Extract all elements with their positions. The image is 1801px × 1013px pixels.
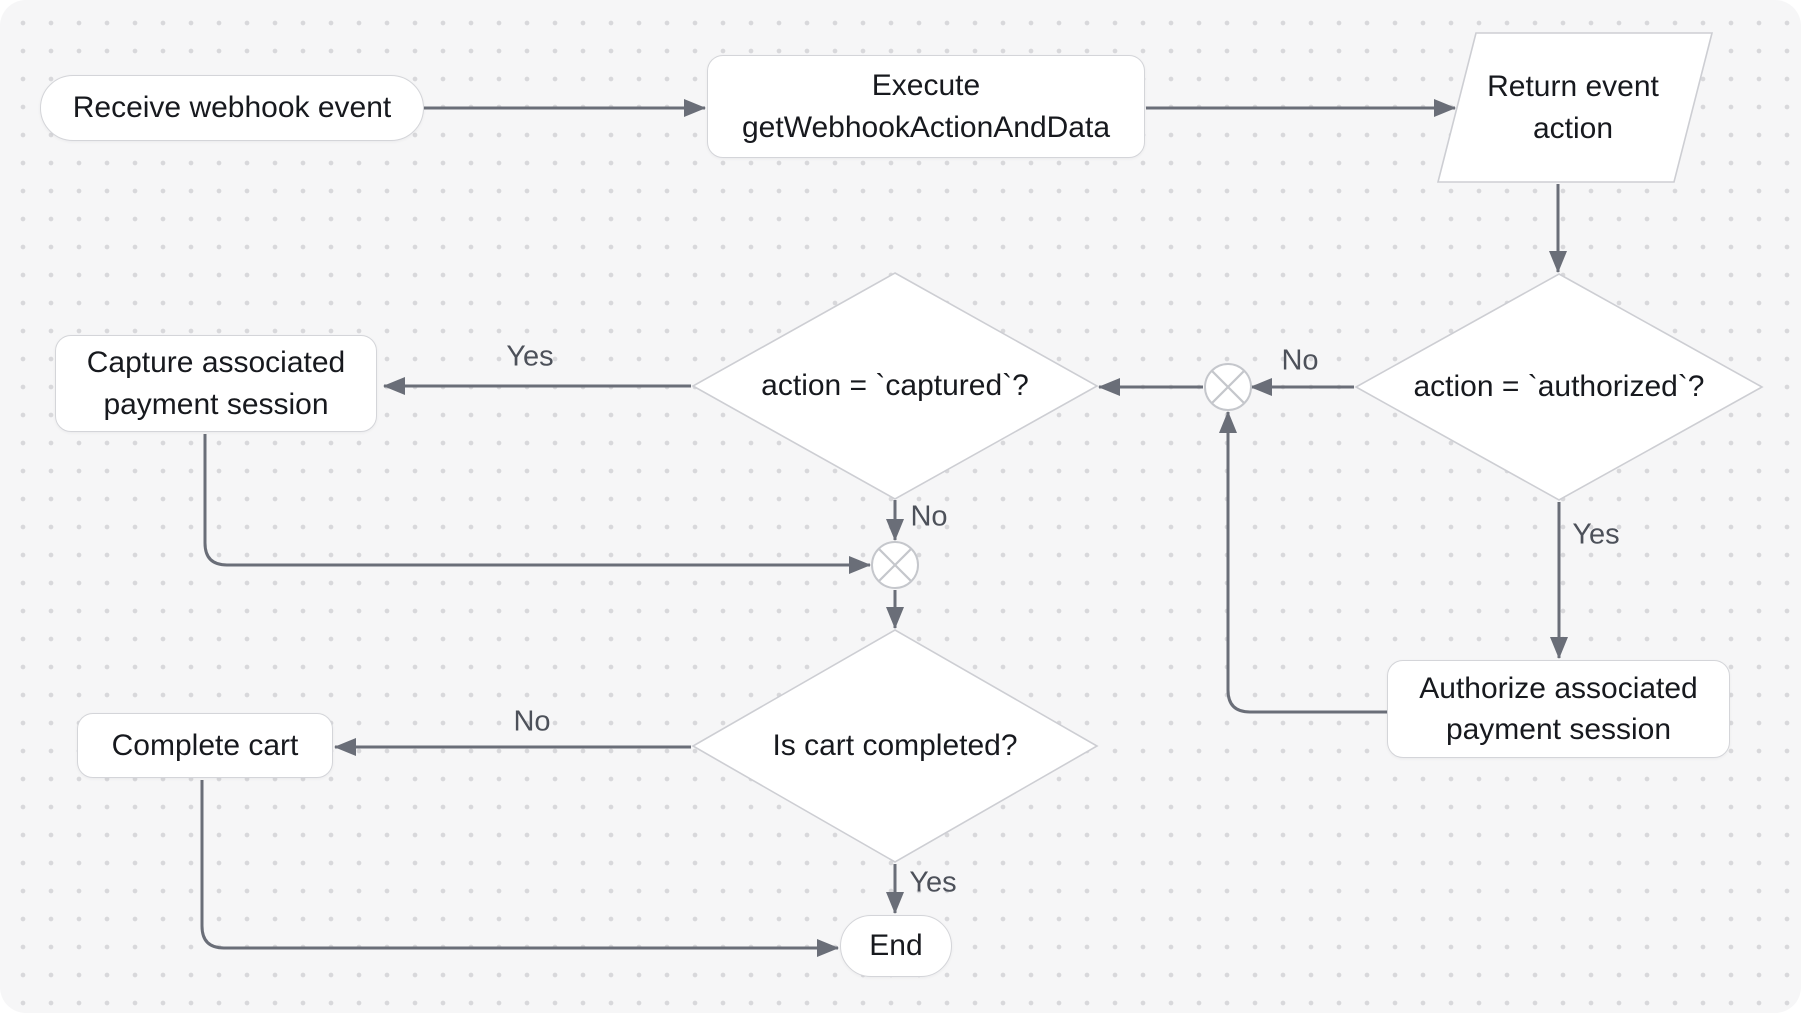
node-complete-cart-label: Complete cart xyxy=(111,728,299,762)
edge-label-authorized-no: No xyxy=(1281,344,1319,377)
node-receive-webhook-event[interactable]: Receive webhook event xyxy=(40,75,424,141)
edge-capture-session-to-junction2 xyxy=(203,434,871,574)
node-end[interactable]: End xyxy=(840,915,952,977)
edge-label-captured-no: No xyxy=(910,500,948,533)
node-authorized-check-shape[interactable] xyxy=(1354,273,1764,501)
node-capture-payment-session-label: Capture associated payment session xyxy=(86,346,346,421)
edge-label-cart-yes: Yes xyxy=(909,866,957,899)
edge-authorize-session-to-junction xyxy=(1219,411,1387,714)
edge-label-cart-no: No xyxy=(513,705,551,738)
node-execute-getwebhookactionanddata-label: Execute getWebhookActionAndData xyxy=(741,69,1111,144)
node-receive-webhook-event-label: Receive webhook event xyxy=(72,91,392,125)
node-capture-payment-session[interactable]: Capture associated payment session xyxy=(55,335,377,432)
junction-xor-center xyxy=(871,541,919,589)
edge-label-authorized-yes: Yes xyxy=(1572,518,1620,551)
edge-label-captured-yes: Yes xyxy=(506,340,554,373)
node-authorize-payment-session[interactable]: Authorize associated payment session xyxy=(1387,660,1730,758)
junction-xor-right xyxy=(1204,363,1252,411)
node-cart-completed-check-shape[interactable] xyxy=(691,629,1099,863)
edge-complete-cart-to-end xyxy=(200,780,839,957)
node-end-label: End xyxy=(869,929,923,963)
node-authorize-payment-session-label: Authorize associated payment session xyxy=(1419,671,1698,746)
node-return-event-action-shape[interactable] xyxy=(1436,32,1714,183)
node-execute-getwebhookactionanddata[interactable]: Execute getWebhookActionAndData xyxy=(707,55,1145,158)
node-captured-check-shape[interactable] xyxy=(691,272,1099,500)
node-complete-cart[interactable]: Complete cart xyxy=(77,713,333,778)
